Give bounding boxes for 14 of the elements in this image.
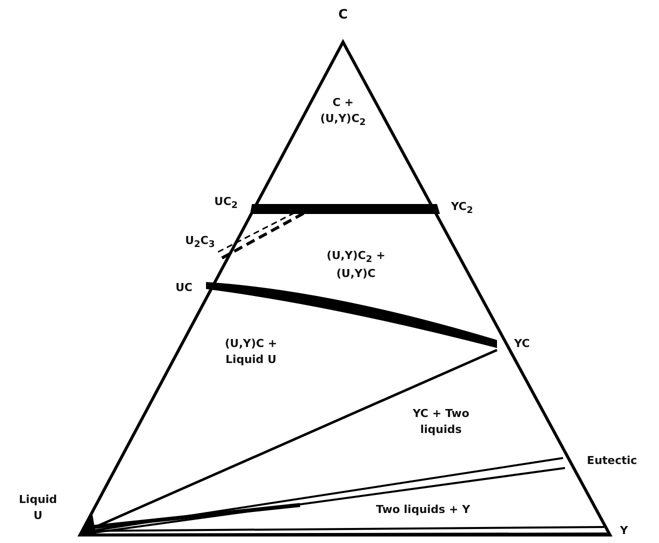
- phase-region-label: YC + Two liquids: [412, 406, 470, 438]
- vertex-label: C: [338, 6, 348, 25]
- compound-label: YC$_{2}$: [450, 198, 474, 218]
- point-label: Eutectic: [586, 453, 638, 469]
- vertex-label: Y: [620, 523, 628, 539]
- phase-region-label: (U,Y)C + Liquid U: [224, 336, 278, 368]
- vertex-label: Liquid U: [18, 492, 58, 524]
- compound-label: YC: [514, 336, 530, 352]
- phase-region-label: C + (U,Y)C$_{2}$: [319, 94, 367, 130]
- phase-region-label: Two liquids + Y: [376, 502, 470, 518]
- compound-label: UC: [176, 280, 192, 296]
- compound-label: UC$_{2}$: [214, 194, 238, 212]
- compound-label: U$_{2}$C$_{3}$: [185, 232, 215, 252]
- phase-region-label: (U,Y)C$_{2}$ + (U,Y)C: [326, 248, 386, 282]
